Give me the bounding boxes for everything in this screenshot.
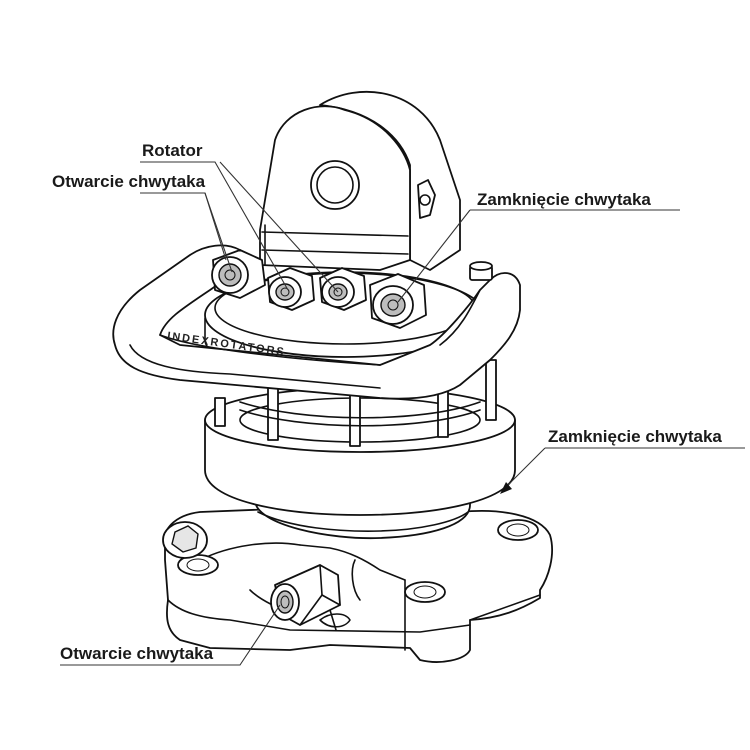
mid-housing: [204, 359, 516, 540]
label-close-top: Zamknięcie chwytaka: [477, 190, 651, 209]
label-close-mid: Zamknięcie chwytaka: [548, 427, 722, 446]
label-open-top: Otwarcie chwytaka: [52, 172, 206, 191]
top-fittings: [211, 249, 427, 329]
fitting-4: [369, 273, 427, 329]
base-flange: [162, 506, 553, 663]
top-clevis: [259, 91, 461, 271]
fitting-3: [319, 267, 367, 311]
label-rotator: Rotator: [142, 141, 203, 160]
lower-port-fitting: [270, 564, 341, 626]
fitting-1: [211, 249, 266, 299]
leader-lines: [60, 161, 745, 666]
fitting-2: [267, 267, 315, 311]
label-open-bottom: Otwarcie chwytaka: [60, 644, 214, 663]
